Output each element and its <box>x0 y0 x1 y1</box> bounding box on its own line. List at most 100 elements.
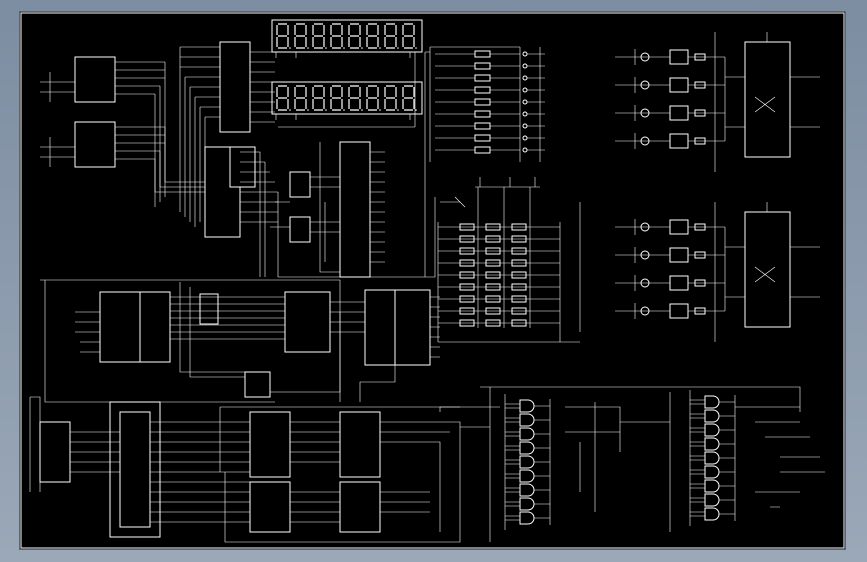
button-terminal <box>522 147 528 153</box>
drawing-border <box>20 12 845 549</box>
button-terminal <box>522 135 528 141</box>
segment-digit <box>312 85 325 111</box>
gate-lead <box>690 511 735 517</box>
ic-u11 <box>139 291 171 363</box>
keypad-switch <box>459 283 475 291</box>
central-logic-group <box>204 51 436 278</box>
seven-segment-display-top <box>271 19 423 58</box>
keypad-switch <box>459 319 475 327</box>
resistor <box>694 223 706 231</box>
schematic-frame <box>20 12 845 549</box>
ff-cross <box>754 266 776 283</box>
decimal-point <box>379 109 381 111</box>
decimal-point <box>397 109 399 111</box>
decimal-point <box>307 109 309 111</box>
pushbutton <box>474 146 491 154</box>
button-list-group <box>429 46 545 162</box>
transistor-wire <box>615 105 655 121</box>
gate-array-left <box>504 394 551 530</box>
and-gate <box>519 399 535 413</box>
decimal-point <box>379 47 381 49</box>
pushbutton <box>474 122 491 130</box>
ff-gate <box>669 303 689 319</box>
flip-flop-circuit-bottom <box>615 202 820 342</box>
transistor-wire <box>615 77 655 93</box>
ff-chip <box>744 211 791 328</box>
resistor <box>694 307 706 315</box>
keypad-switch <box>459 295 475 303</box>
and-gate <box>704 507 720 521</box>
keypad-bus <box>437 222 580 343</box>
gate-lead <box>505 487 550 493</box>
ff-gate <box>669 219 689 235</box>
and-gate <box>704 395 720 409</box>
ic-u7 <box>339 141 371 278</box>
keypad-switch <box>459 223 475 231</box>
ic-u9 <box>289 216 311 243</box>
and-gate <box>704 479 720 493</box>
keypad-switch <box>485 259 501 267</box>
bus-frame <box>109 401 161 538</box>
flip-flop-circuit-top <box>615 32 820 172</box>
keypad-switch <box>511 247 527 255</box>
decimal-point <box>415 47 417 49</box>
transistor-wire <box>615 275 655 291</box>
ff-gate <box>669 247 689 263</box>
ic-u13 <box>284 291 331 353</box>
button-terminal <box>522 87 528 93</box>
segment-digit <box>348 85 361 111</box>
and-gate <box>704 465 720 479</box>
button-terminal <box>522 63 528 69</box>
ic-u12 <box>199 293 219 325</box>
and-gate <box>704 493 720 507</box>
gate-lead <box>690 483 735 489</box>
gate-lead <box>690 441 735 447</box>
keypad-switch <box>485 307 501 315</box>
ff-bus <box>714 32 820 172</box>
segment-digit <box>276 85 289 111</box>
gate-lead <box>690 497 735 503</box>
transistor-symbol <box>640 306 650 316</box>
keypad-switch <box>459 247 475 255</box>
gate-bus <box>689 390 736 526</box>
gate-lead <box>505 445 550 451</box>
keypad-switch <box>485 247 501 255</box>
keypad-switch <box>485 271 501 279</box>
keypad-switch <box>459 259 475 267</box>
ic-u21 <box>249 481 291 533</box>
bottom-left-block <box>29 396 500 543</box>
and-gate <box>519 483 535 497</box>
keypad-switch <box>485 223 501 231</box>
keypad-switch <box>511 271 527 279</box>
segment-digit <box>402 85 415 111</box>
display-pins <box>275 114 411 120</box>
button-terminal <box>522 51 528 57</box>
ic-u1 <box>74 56 116 103</box>
transistor-symbol <box>640 278 650 288</box>
transistor-symbol <box>640 136 650 146</box>
ic-u18 <box>119 411 151 528</box>
gate-lead <box>505 501 550 507</box>
segment-digit <box>294 23 307 49</box>
transistor-wire <box>615 133 655 149</box>
decimal-point <box>361 109 363 111</box>
keypad-matrix <box>437 177 581 343</box>
display-housing <box>271 81 423 115</box>
transistor-symbol <box>640 222 650 232</box>
resistor <box>694 251 706 259</box>
gate-bus <box>504 394 551 530</box>
display-pins <box>275 52 411 58</box>
gate-lead <box>690 455 735 461</box>
ic-u19 <box>249 411 291 478</box>
keypad-switch <box>511 259 527 267</box>
segment-digit <box>366 85 379 111</box>
and-gate <box>519 497 535 511</box>
gate-lead <box>505 403 550 409</box>
pushbutton <box>474 86 491 94</box>
display-housing <box>271 19 423 53</box>
segment-digit <box>330 85 343 111</box>
decimal-point <box>343 109 345 111</box>
button-terminal <box>522 99 528 105</box>
transistor-wire <box>615 219 655 235</box>
ic-u22 <box>339 481 381 533</box>
